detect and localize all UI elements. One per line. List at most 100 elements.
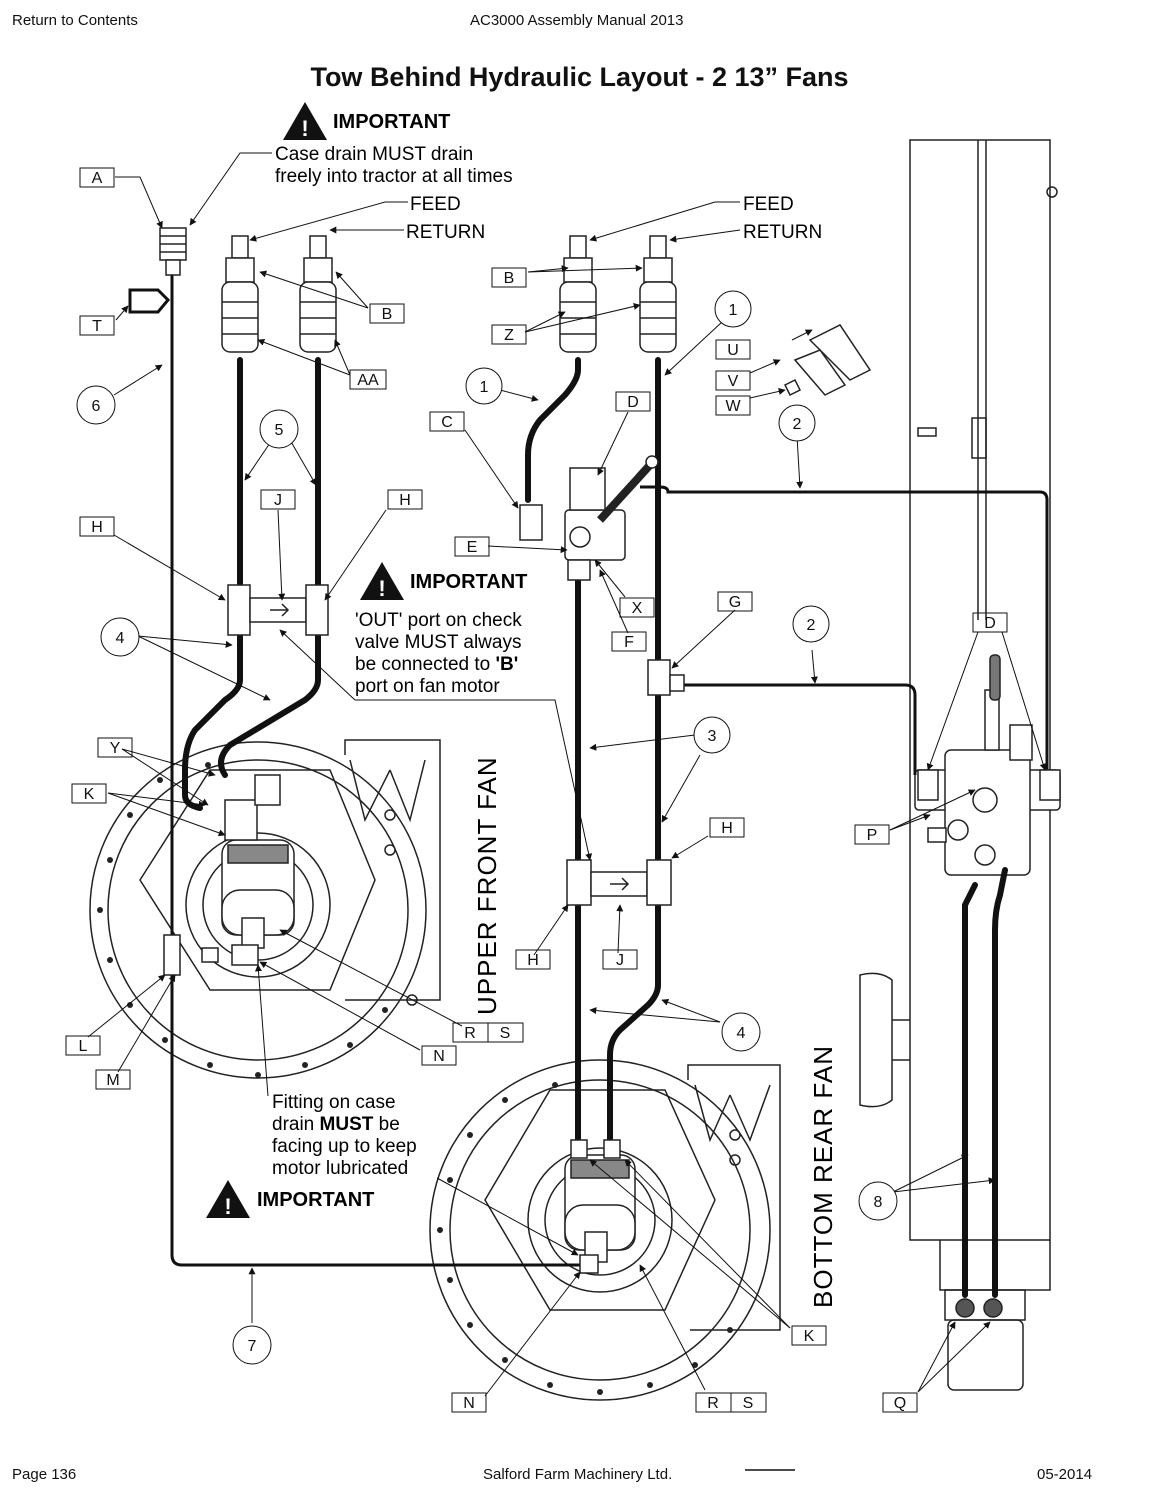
case-drain-note-line2: freely into tractor at all times: [275, 166, 513, 187]
fitting-note-line1: Fitting on case: [272, 1092, 396, 1113]
label-Z: Z: [491, 324, 527, 345]
svg-text:D: D: [627, 394, 639, 411]
control-valve-block: [914, 654, 1061, 876]
part-labels: A T B AA B Z U V W C D J H H E X F G D Y…: [65, 167, 1008, 1413]
label-W: W: [715, 395, 751, 416]
svg-text:M: M: [106, 1072, 119, 1089]
label-Y: Y: [97, 737, 133, 758]
manual-title: AC3000 Assembly Manual 2013: [470, 12, 684, 29]
hoses: [182, 357, 1008, 1298]
case-drain-lines: [170, 275, 1049, 1267]
label-H-left: H: [79, 516, 115, 537]
feed-label-left: FEED: [410, 194, 461, 215]
leader-lines: [87, 152, 1047, 1397]
label-H-lower: H: [709, 817, 745, 838]
revision-date: 05-2014: [1037, 1466, 1093, 1483]
svg-text:6: 6: [92, 398, 101, 415]
svg-text:J: J: [274, 492, 282, 509]
svg-text:N: N: [433, 1048, 445, 1065]
label-H-bottom: H: [515, 949, 551, 970]
svg-text:Z: Z: [504, 327, 514, 344]
case-drain-note-line1: Case drain MUST drain: [275, 144, 473, 165]
important-heading-middle: IMPORTANT: [410, 571, 527, 593]
label-X: X: [619, 597, 655, 618]
label-H-right-top: H: [387, 489, 423, 510]
svg-text:AA: AA: [357, 372, 379, 389]
label-U: U: [715, 339, 751, 360]
page-number: Page 136: [12, 1466, 77, 1483]
svg-text:P: P: [867, 827, 878, 844]
coupler-A: [159, 227, 187, 276]
svg-text:D: D: [984, 615, 996, 632]
svg-text:8: 8: [874, 1194, 883, 1211]
svg-text:X: X: [632, 600, 643, 617]
svg-text:K: K: [804, 1328, 815, 1345]
callout-4-top: 4: [100, 617, 140, 657]
warning-icon: !: [283, 102, 327, 141]
svg-text:Y: Y: [110, 740, 121, 757]
svg-text:Q: Q: [894, 1395, 906, 1412]
page-title: Tow Behind Hydraulic Layout - 2 13” Fans: [310, 62, 849, 92]
svg-text:F: F: [624, 634, 634, 651]
svg-text:V: V: [728, 373, 739, 390]
svg-text:E: E: [467, 539, 478, 556]
label-N-top: N: [421, 1045, 457, 1066]
label-K-bottom: K: [791, 1325, 827, 1346]
feed-label-right: FEED: [743, 194, 794, 215]
out-port-note-line3: be connected to 'B': [355, 654, 518, 675]
callout-1-left: 1: [465, 367, 503, 405]
return-label-left: RETURN: [406, 222, 485, 243]
label-E: E: [454, 536, 490, 557]
svg-text:N: N: [463, 1395, 475, 1412]
svg-text:T: T: [92, 318, 102, 335]
label-F: F: [611, 631, 647, 652]
label-B-right: B: [491, 267, 527, 288]
label-G: G: [717, 591, 753, 612]
label-D-right: D: [972, 612, 1008, 633]
company-name: Salford Farm Machinery Ltd.: [483, 1466, 673, 1483]
bottom-rear-fan: [429, 1059, 781, 1401]
fitting-note-line2: drain MUST be: [272, 1114, 400, 1135]
return-to-contents-link[interactable]: Return to Contents: [12, 12, 138, 29]
bottom-rear-fan-label: BOTTOM REAR FAN: [808, 1045, 838, 1308]
label-J-bottom: J: [602, 949, 638, 970]
label-A: A: [79, 167, 115, 188]
svg-text:S: S: [500, 1025, 511, 1042]
fitting-note-line3: facing up to keep: [272, 1136, 417, 1157]
svg-text:A: A: [92, 170, 103, 187]
return-label-right: RETURN: [743, 222, 822, 243]
svg-text:W: W: [725, 398, 741, 415]
svg-text:4: 4: [116, 630, 125, 647]
upper-front-fan-label: UPPER FRONT FAN: [472, 756, 502, 1015]
svg-text:R: R: [464, 1025, 476, 1042]
svg-text:H: H: [527, 952, 539, 969]
label-Q: Q: [882, 1392, 918, 1413]
upper-front-fan: [89, 739, 441, 1079]
label-N-bottom: N: [451, 1392, 487, 1413]
svg-text:L: L: [79, 1038, 88, 1055]
out-port-note-line1: 'OUT' port on check: [355, 610, 522, 631]
label-M: M: [95, 1069, 131, 1090]
callout-4-bottom: 4: [721, 1012, 761, 1052]
fitting-note-line4: motor lubricated: [272, 1158, 408, 1179]
tower-motor: [955, 1298, 1003, 1318]
label-J-top: J: [260, 489, 296, 510]
label-K-top: K: [71, 783, 107, 804]
label-P: P: [854, 824, 890, 845]
svg-text:B: B: [382, 306, 393, 323]
label-AA: AA: [349, 369, 387, 390]
svg-text:H: H: [721, 820, 733, 837]
svg-text:!: !: [378, 576, 385, 601]
label-L: L: [65, 1035, 101, 1056]
important-heading-top: IMPORTANT: [333, 111, 450, 133]
important-heading-bottom: IMPORTANT: [257, 1189, 374, 1211]
svg-text:2: 2: [807, 617, 816, 634]
label-V: V: [715, 370, 751, 391]
svg-text:U: U: [727, 342, 739, 359]
callout-7: 7: [232, 1325, 272, 1365]
callout-2-top: 2: [778, 404, 816, 442]
svg-text:S: S: [743, 1395, 754, 1412]
callout-3: 3: [693, 716, 731, 754]
